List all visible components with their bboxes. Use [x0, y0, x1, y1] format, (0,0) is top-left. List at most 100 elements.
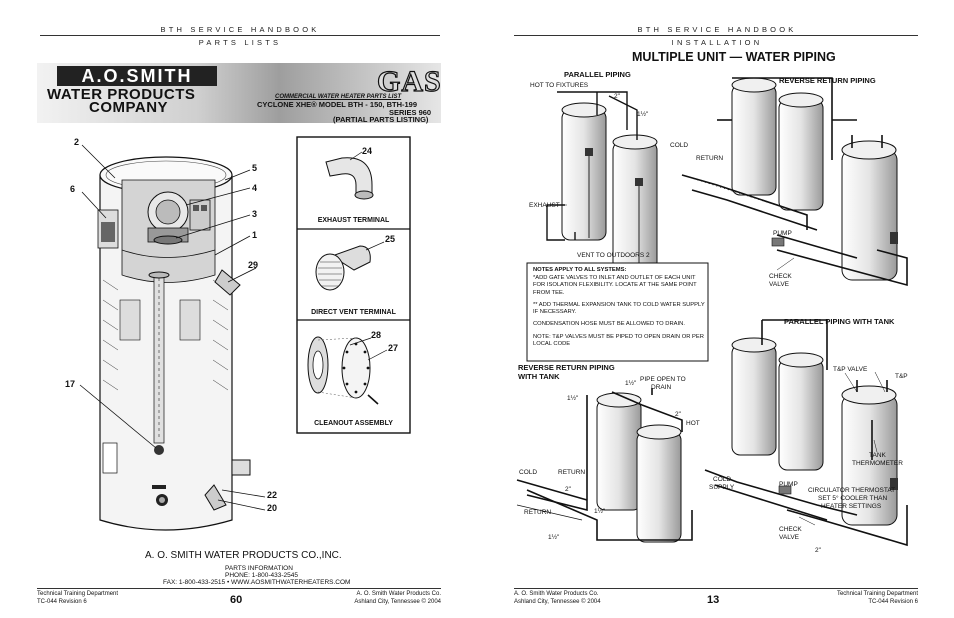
footer-location: Ashland City, Tennessee © 2004	[354, 599, 441, 606]
parts-phone: PHONE: 1-800-433-2545	[225, 572, 298, 579]
callout-27: 27	[388, 343, 399, 353]
label-2in-c: 2"	[565, 486, 571, 493]
label-check-a-2: VALVE	[769, 281, 789, 288]
label-vent: VENT TO OUTDOORS 2	[577, 252, 650, 259]
header-divider	[514, 35, 918, 36]
footer-location: Ashland City, Tennessee © 2004	[514, 599, 601, 606]
callout-28: 28	[371, 330, 382, 340]
label-1half-a: 1½"	[637, 111, 649, 118]
callout-4: 4	[252, 183, 258, 193]
brand-line-1: WATER PRODUCTS	[47, 86, 196, 103]
label-check-b-1: CHECK	[779, 526, 802, 533]
header-subtitle: INSTALLATION	[671, 38, 763, 47]
page-number: 60	[230, 594, 243, 606]
label-cold-supply-2: SUPPLY	[709, 484, 735, 491]
callout-29: 29	[248, 260, 259, 270]
label-circ-1: CIRCULATOR THERMOSTAT	[808, 487, 896, 494]
callout-3: 3	[252, 209, 258, 219]
note-1: *ADD GATE VALVES TO INLET AND OUTLET OF …	[533, 275, 697, 296]
label-1half-e: 1½"	[548, 534, 560, 541]
callout-2: 2	[74, 137, 80, 147]
label-tank-therm-2: THERMOMETER	[852, 460, 903, 467]
right-page: BTH SERVICE HANDBOOK INSTALLATION MULTIP…	[477, 0, 954, 618]
brand-line-2: COMPANY	[89, 99, 169, 116]
callout-6: 6	[70, 184, 76, 194]
label-exhaust: EXHAUST	[529, 202, 560, 209]
label-check-b-2: VALVE	[779, 534, 799, 541]
direct-vent-label: DIRECT VENT TERMINAL	[311, 309, 396, 316]
callout-25: 25	[385, 234, 396, 244]
section-reverse-return: REVERSE RETURN PIPING	[779, 76, 876, 85]
company-name: A. O. SMITH WATER PRODUCTS CO.,INC.	[145, 550, 342, 561]
label-cold-a: COLD	[670, 142, 689, 149]
label-tp: T&P	[895, 373, 908, 380]
label-2in-d: 2"	[815, 547, 821, 554]
brand-logo: A.O.SMITH	[57, 66, 217, 86]
section-reverse-tank-2: WITH TANK	[518, 372, 560, 381]
callout-1: 1	[252, 230, 258, 240]
series-line: SERIES 960	[389, 108, 432, 117]
label-hot-b: HOT	[686, 420, 700, 427]
left-page: BTH SERVICE HANDBOOK PARTS LISTS A.O.SMI…	[37, 25, 442, 606]
label-1half-c: 1½"	[567, 395, 579, 402]
section-reverse-tank-1: REVERSE RETURN PIPING	[518, 363, 615, 372]
footer-right: Technical Training Department TC-044 Rev…	[797, 590, 918, 606]
footer-dept: Technical Training Department	[836, 591, 918, 597]
footer-revision: TC-044 Revision 6	[37, 599, 87, 606]
parts-inset-box	[296, 136, 411, 434]
note-4: NOTE: T&P VALVES MUST BE PIPED TO OPEN D…	[533, 333, 704, 347]
footer-company: A. O. Smith Water Products Co.	[514, 591, 599, 597]
footer-company: A. O. Smith Water Products Co.	[356, 591, 441, 597]
label-pump-b: PUMP	[779, 481, 798, 488]
label-hot-to-fixtures: HOT TO FIXTURES	[530, 82, 589, 89]
parts-info: PARTS INFORMATION	[225, 565, 293, 572]
callout-24: 24	[362, 146, 373, 156]
cleanout-label: CLEANOUT ASSEMBLY	[314, 420, 393, 427]
doc-title: COMMERCIAL WATER HEATER PARTS LIST	[275, 94, 402, 100]
header-divider	[40, 35, 440, 36]
header-title: BTH SERVICE HANDBOOK	[160, 25, 320, 34]
footer-revision: TC-044 Revision 6	[868, 599, 918, 606]
label-circ-2: SET 5° COOLER THAN	[818, 495, 888, 502]
section-parallel: PARALLEL PIPING	[564, 70, 631, 79]
label-tp-valve: T&P VALVE	[833, 366, 868, 373]
label-cold-supply-1: COLD	[713, 476, 732, 483]
label-2in-b: 2"	[675, 411, 681, 418]
exhaust-terminal-label: EXHAUST TERMINAL	[317, 217, 390, 224]
footer-left: A. O. Smith Water Products Co. Ashland C…	[514, 590, 601, 606]
brand-banner: A.O.SMITH WATER PRODUCTS COMPANY GAS COM…	[37, 63, 442, 124]
label-2in-a: 2"	[614, 93, 620, 100]
label-return-a: RETURN	[696, 155, 724, 162]
water-heater-cutaway	[79, 144, 266, 531]
page-number: 13	[707, 594, 720, 606]
footer-right: A. O. Smith Water Products Co. Ashland C…	[320, 590, 441, 606]
footer-dept: Technical Training Department	[37, 591, 119, 597]
label-pump-a: PUMP	[773, 230, 792, 237]
callout-22: 22	[267, 490, 278, 500]
partial-line: (PARTIAL PARTS LISTING)	[333, 115, 429, 124]
label-1half-b: 1½"	[625, 380, 637, 387]
label-1half-d: 1½"	[594, 508, 606, 515]
note-3: CONDENSATION HOSE MUST BE ALLOWED TO DRA…	[533, 321, 685, 328]
gas-badge: GAS	[376, 64, 442, 98]
notes-box: NOTES APPLY TO ALL SYSTEMS: *ADD GATE VA…	[533, 267, 705, 348]
notes-heading: NOTES APPLY TO ALL SYSTEMS:	[533, 267, 627, 273]
note-2: ** ADD THERMAL EXPANSION TANK TO COLD WA…	[533, 301, 705, 316]
callout-17: 17	[65, 379, 76, 389]
footer-divider	[37, 588, 441, 589]
header-subtitle: PARTS LISTS	[198, 38, 282, 47]
footer-divider	[514, 588, 918, 589]
piping-diagram	[516, 77, 908, 547]
label-pipe-open-1: PIPE OPEN TO	[640, 376, 686, 383]
callout-5: 5	[252, 163, 258, 173]
parts-fax: FAX: 1-800-433-2515 • WWW.AOSMITHWATERHE…	[163, 579, 351, 586]
callout-20: 20	[267, 503, 278, 513]
label-return-b: RETURN	[558, 469, 586, 476]
label-circ-3: HEATER SETTINGS	[821, 503, 882, 510]
footer-left: Technical Training Department TC-044 Rev…	[37, 590, 118, 606]
label-tank-therm-1: TANK	[869, 452, 886, 459]
section-parallel-tank: PARALLEL PIPING WITH TANK	[784, 317, 895, 326]
label-check-a-1: CHECK	[769, 273, 792, 280]
label-pipe-open-2: DRAIN	[651, 384, 672, 391]
model-line: CYCLONE XHE® MODEL BTH - 150, BTH-199	[257, 100, 417, 109]
